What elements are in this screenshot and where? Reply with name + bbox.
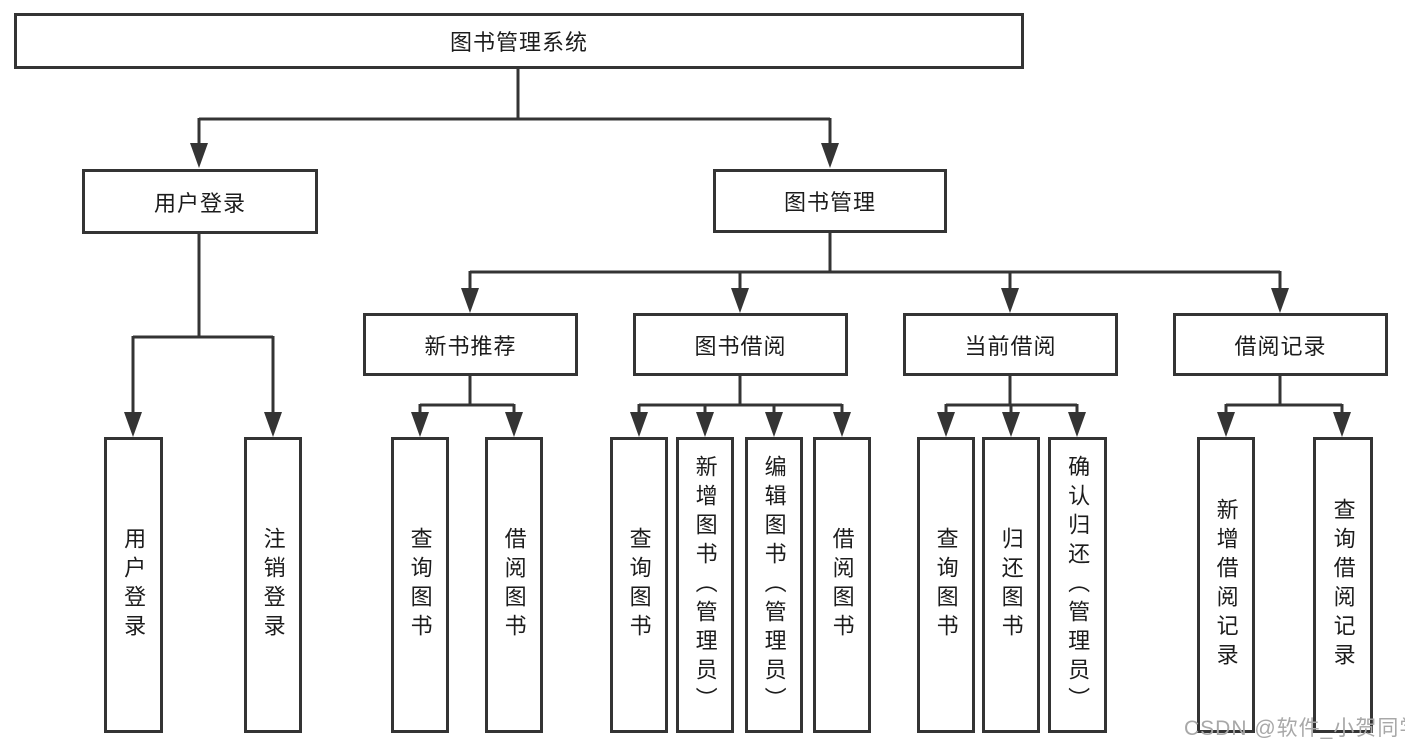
leaf-query-books-recommend: 查询图书: [391, 437, 449, 733]
leaf-query-borrow-record: 查询借阅记录: [1313, 437, 1373, 733]
leaf-user-login-label: 用户登录: [121, 527, 147, 643]
leaf-query-books-recommend-label: 查询图书: [407, 527, 433, 643]
node-borrow-records: 借阅记录: [1173, 313, 1388, 376]
node-current-borrow: 当前借阅: [903, 313, 1118, 376]
leaf-user-login: 用户登录: [104, 437, 163, 733]
node-new-book-recommend-label: 新书推荐: [424, 333, 517, 359]
leaf-confirm-return-admin: 确认归还（管理员）: [1048, 437, 1107, 733]
leaf-logout-label: 注销登录: [260, 527, 286, 643]
node-book-borrow-label: 图书借阅: [694, 333, 787, 359]
node-root: 图书管理系统: [14, 13, 1024, 69]
leaf-query-books-current: 查询图书: [917, 437, 975, 733]
leaf-borrow-books-recommend-label: 借阅图书: [501, 527, 527, 643]
node-book-management: 图书管理: [713, 169, 947, 233]
leaf-return-book-label: 归还图书: [998, 527, 1024, 643]
leaf-add-book-admin-label: 新增图书（管理员）: [692, 454, 718, 716]
leaf-borrow-books-label: 借阅图书: [829, 527, 855, 643]
leaf-confirm-return-admin-label: 确认归还（管理员）: [1065, 454, 1091, 716]
node-user-login-label: 用户登录: [153, 190, 246, 216]
leaf-logout: 注销登录: [244, 437, 302, 733]
leaf-add-book-admin: 新增图书（管理员）: [676, 437, 734, 733]
leaf-borrow-books-recommend: 借阅图书: [485, 437, 543, 733]
leaf-return-book: 归还图书: [982, 437, 1040, 733]
leaf-add-borrow-record-label: 新增借阅记录: [1213, 498, 1239, 672]
leaf-edit-book-admin-label: 编辑图书（管理员）: [761, 454, 787, 716]
node-new-book-recommend: 新书推荐: [363, 313, 578, 376]
leaf-edit-book-admin: 编辑图书（管理员）: [745, 437, 803, 733]
node-book-borrow: 图书借阅: [633, 313, 848, 376]
node-current-borrow-label: 当前借阅: [964, 333, 1057, 359]
watermark: CSDN @软件_小贺同学: [1184, 717, 1405, 740]
leaf-borrow-books: 借阅图书: [813, 437, 871, 733]
leaf-query-books-borrow-label: 查询图书: [626, 527, 652, 643]
node-book-management-label: 图书管理: [783, 190, 876, 215]
node-borrow-records-label: 借阅记录: [1234, 333, 1327, 359]
leaf-query-books-current-label: 查询图书: [933, 527, 959, 643]
node-root-label: 图书管理系统: [449, 30, 588, 55]
leaf-query-borrow-record-label: 查询借阅记录: [1330, 498, 1356, 672]
node-user-login: 用户登录: [82, 169, 318, 234]
leaf-query-books-borrow: 查询图书: [610, 437, 668, 733]
leaf-add-borrow-record: 新增借阅记录: [1197, 437, 1255, 733]
